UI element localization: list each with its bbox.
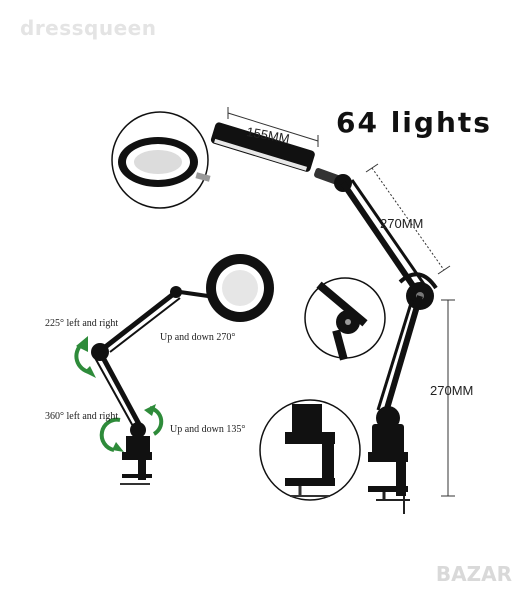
lamp-head bbox=[210, 122, 315, 172]
small-lamp bbox=[91, 254, 274, 485]
inset-clamp bbox=[259, 399, 361, 501]
headline-light-count: 64 lights bbox=[336, 106, 492, 139]
rotation-arrow-icon bbox=[74, 342, 164, 452]
bazar-logo: BAZAR bbox=[435, 562, 512, 586]
inset-elbow-joint bbox=[304, 277, 386, 361]
note-base-side-rotation: 360° left and right bbox=[45, 411, 119, 422]
note-head-tilt: Up and down 270° bbox=[160, 332, 236, 343]
watermark: dressqueen bbox=[20, 16, 157, 40]
note-head-side-rotation: 225° left and right bbox=[45, 318, 119, 329]
note-base-tilt: Up and down 135° bbox=[170, 424, 246, 435]
large-lamp bbox=[210, 122, 438, 514]
dimension-lines bbox=[227, 107, 455, 497]
inset-led-ring bbox=[111, 111, 211, 209]
dimension-lower-arm: 270MM bbox=[430, 383, 474, 398]
dimension-upper-arm: 270MM bbox=[380, 216, 424, 231]
